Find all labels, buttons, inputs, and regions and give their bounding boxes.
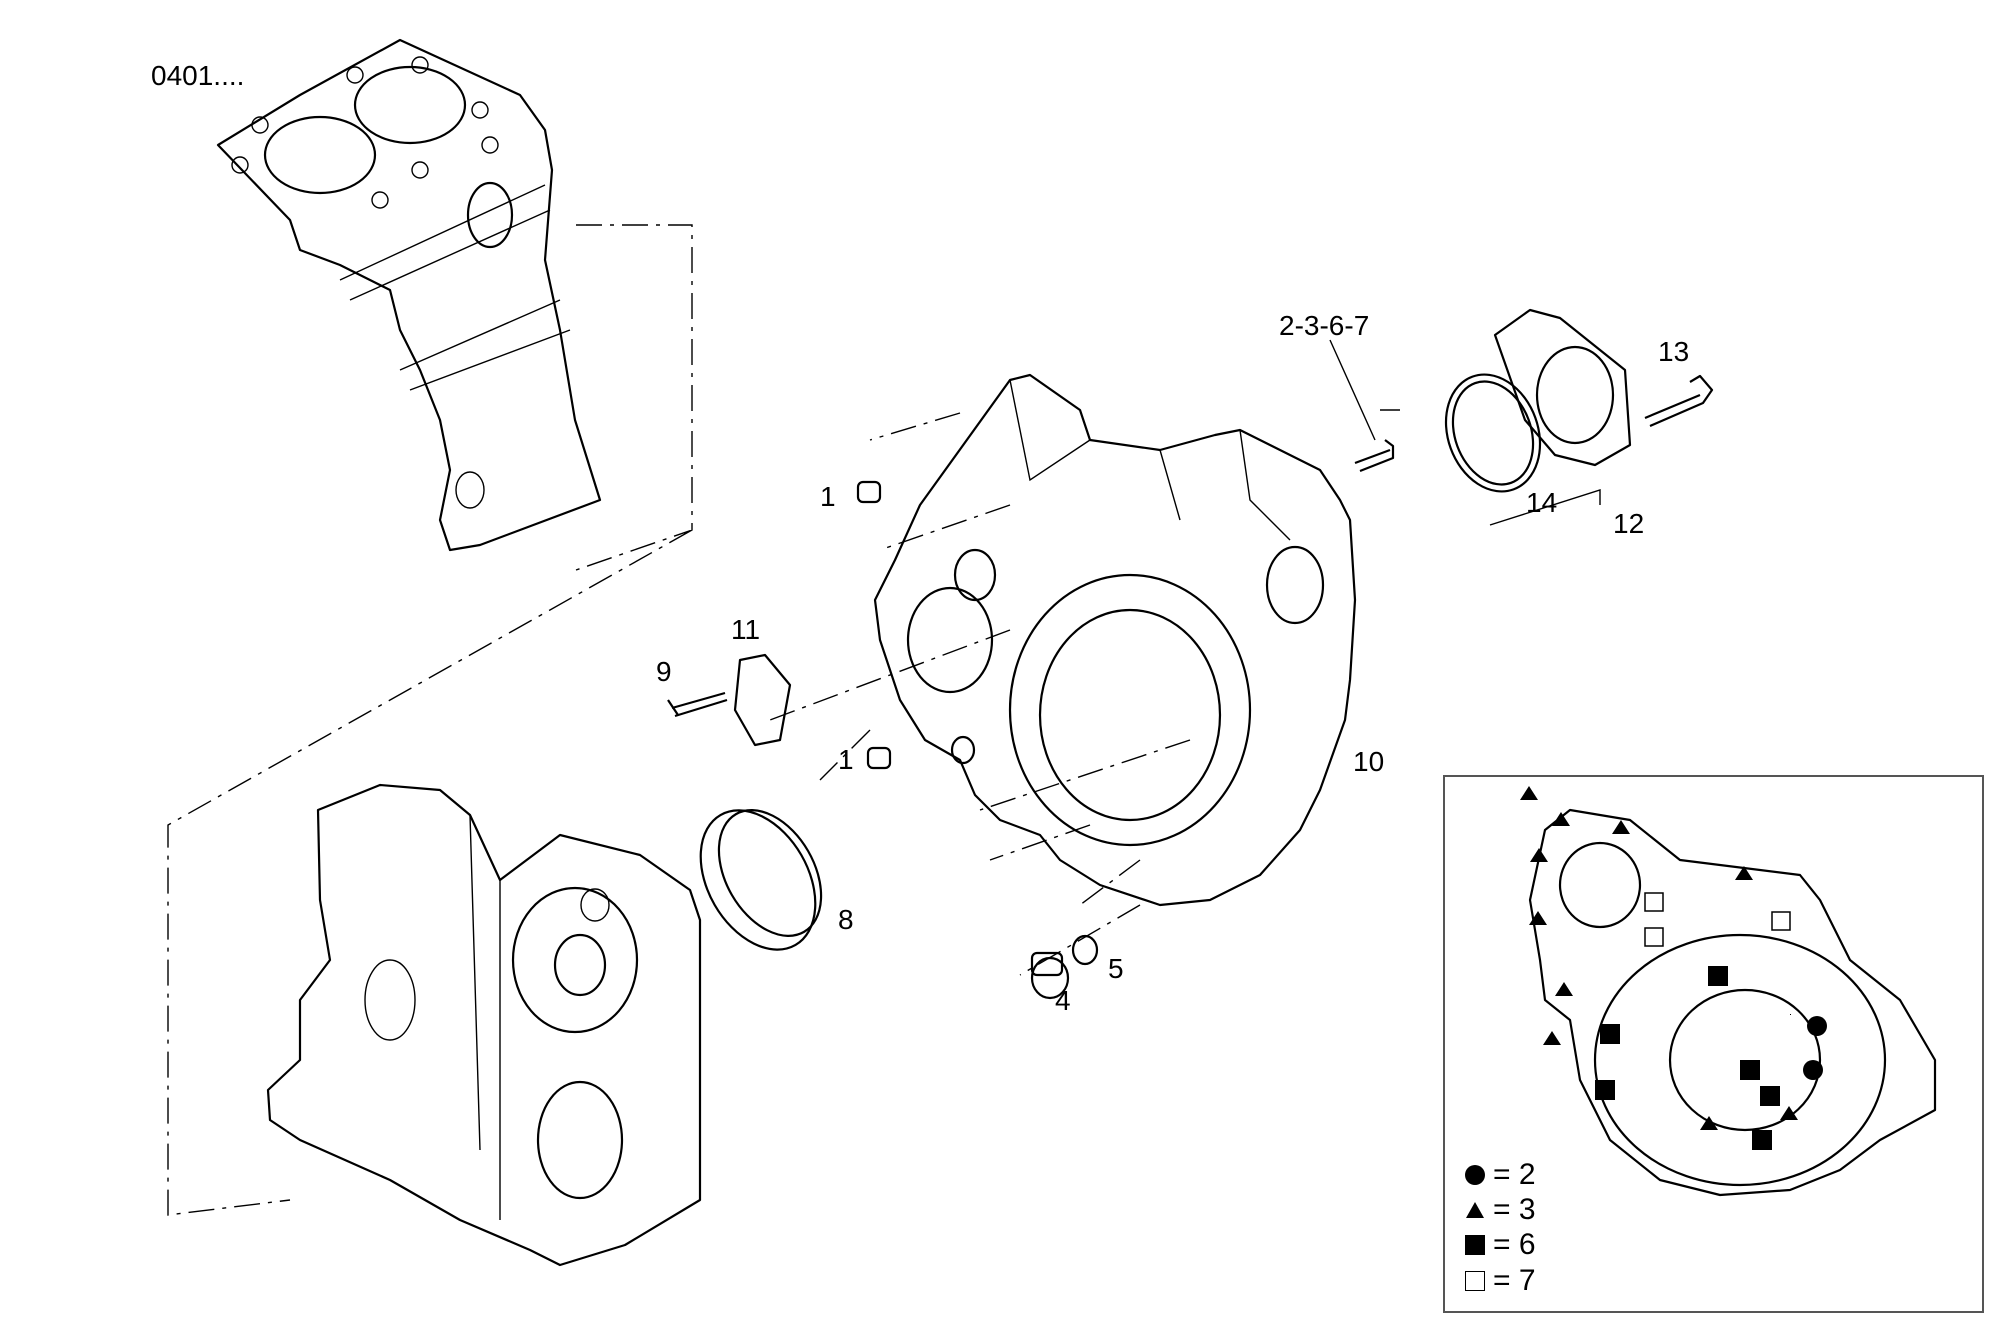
small-parts <box>667 308 1714 1000</box>
legend-item-3: = 3 <box>1465 1195 1536 1225</box>
filled-circle-icon <box>1465 1165 1485 1185</box>
callout-4: 4 <box>1055 985 1071 1016</box>
cover-12 <box>1493 308 1632 467</box>
inset-frame <box>1443 775 1984 1313</box>
gear-housing <box>266 783 702 1267</box>
legend-item-7: = 7 <box>1465 1266 1536 1296</box>
legend-text: = 7 <box>1493 1264 1536 1297</box>
engine-block <box>216 38 602 552</box>
legend-item-2: = 2 <box>1465 1160 1536 1190</box>
front-cover-part-10 <box>873 373 1357 907</box>
callout-9: 9 <box>656 656 672 687</box>
seal-8 <box>699 809 817 951</box>
bolt-13 <box>1644 374 1714 428</box>
callout-12: 12 <box>1613 508 1645 539</box>
inset-drawing <box>1520 786 1937 1197</box>
cover-11 <box>733 653 792 747</box>
legend-text: = 2 <box>1493 1158 1536 1191</box>
o-ring-14 <box>1444 373 1542 493</box>
filled-square-icon <box>1465 1235 1485 1255</box>
legend-text: = 3 <box>1493 1193 1536 1226</box>
callout-13: 13 <box>1658 336 1690 367</box>
callout-1-lower: 1 <box>838 744 854 775</box>
callout-14: 14 <box>1526 487 1558 518</box>
callout-8: 8 <box>838 904 854 935</box>
callout-1-upper: 1 <box>820 481 836 512</box>
plug-1b <box>866 746 892 770</box>
open-square-icon <box>1465 1271 1485 1291</box>
bolt-2367 <box>1354 439 1395 473</box>
washer-5 <box>1071 934 1099 966</box>
callout-5: 5 <box>1108 953 1124 984</box>
callout-11: 11 <box>731 614 761 645</box>
legend-item-6: = 6 <box>1465 1230 1536 1260</box>
legend-text: = 6 <box>1493 1228 1536 1261</box>
reference-label: 0401.... <box>151 60 245 91</box>
callout-10: 10 <box>1353 746 1385 777</box>
plug-4 <box>1030 956 1070 1000</box>
filled-triangle-icon <box>1466 1202 1484 1218</box>
callout-2-3-6-7: 2-3-6-7 <box>1279 310 1370 341</box>
bolt-9 <box>667 691 728 718</box>
plug-1a <box>856 480 882 504</box>
